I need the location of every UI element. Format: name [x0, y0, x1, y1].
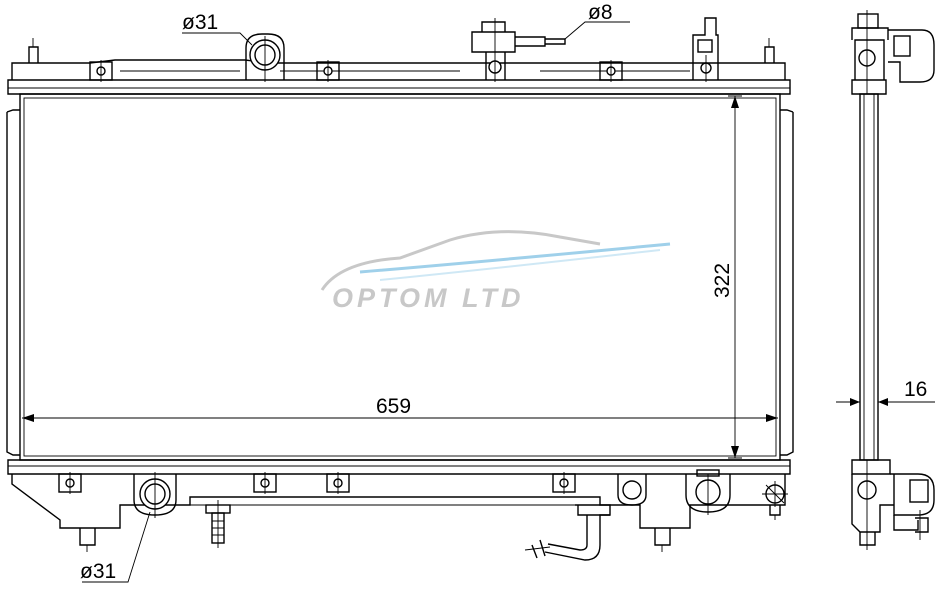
optom-watermark: OPTOM LTD [320, 230, 671, 313]
bent-oil-pipe [524, 504, 611, 561]
top-right-bracket [692, 17, 719, 82]
sensor-diameter-label: ø8 [588, 1, 613, 24]
bottom-outlet-diameter-label: ø31 [80, 560, 116, 583]
top-inlet-pipe [245, 33, 285, 82]
drain-plug [205, 500, 231, 548]
watermark-text: OPTOM LTD [332, 283, 525, 313]
bottom-outlet-pipe [133, 472, 177, 518]
core-width-label: 659 [376, 395, 411, 418]
radiator-side-view [836, 10, 935, 550]
bottom-right-fitting [762, 481, 788, 507]
bottom-tank [7, 459, 791, 552]
core-thickness-label: 16 [904, 378, 927, 401]
front-dimensions [22, 21, 778, 583]
top-tank [7, 38, 791, 95]
radiator-front-view [6, 17, 794, 561]
top-inlet-diameter-label: ø31 [182, 11, 218, 34]
filler-sensor-block [471, 18, 566, 82]
core-height-label: 322 [711, 263, 734, 298]
top-tank-bolts [89, 60, 623, 82]
bottom-tank-bolts [58, 472, 576, 494]
oil-cooler-fittings [617, 469, 731, 515]
